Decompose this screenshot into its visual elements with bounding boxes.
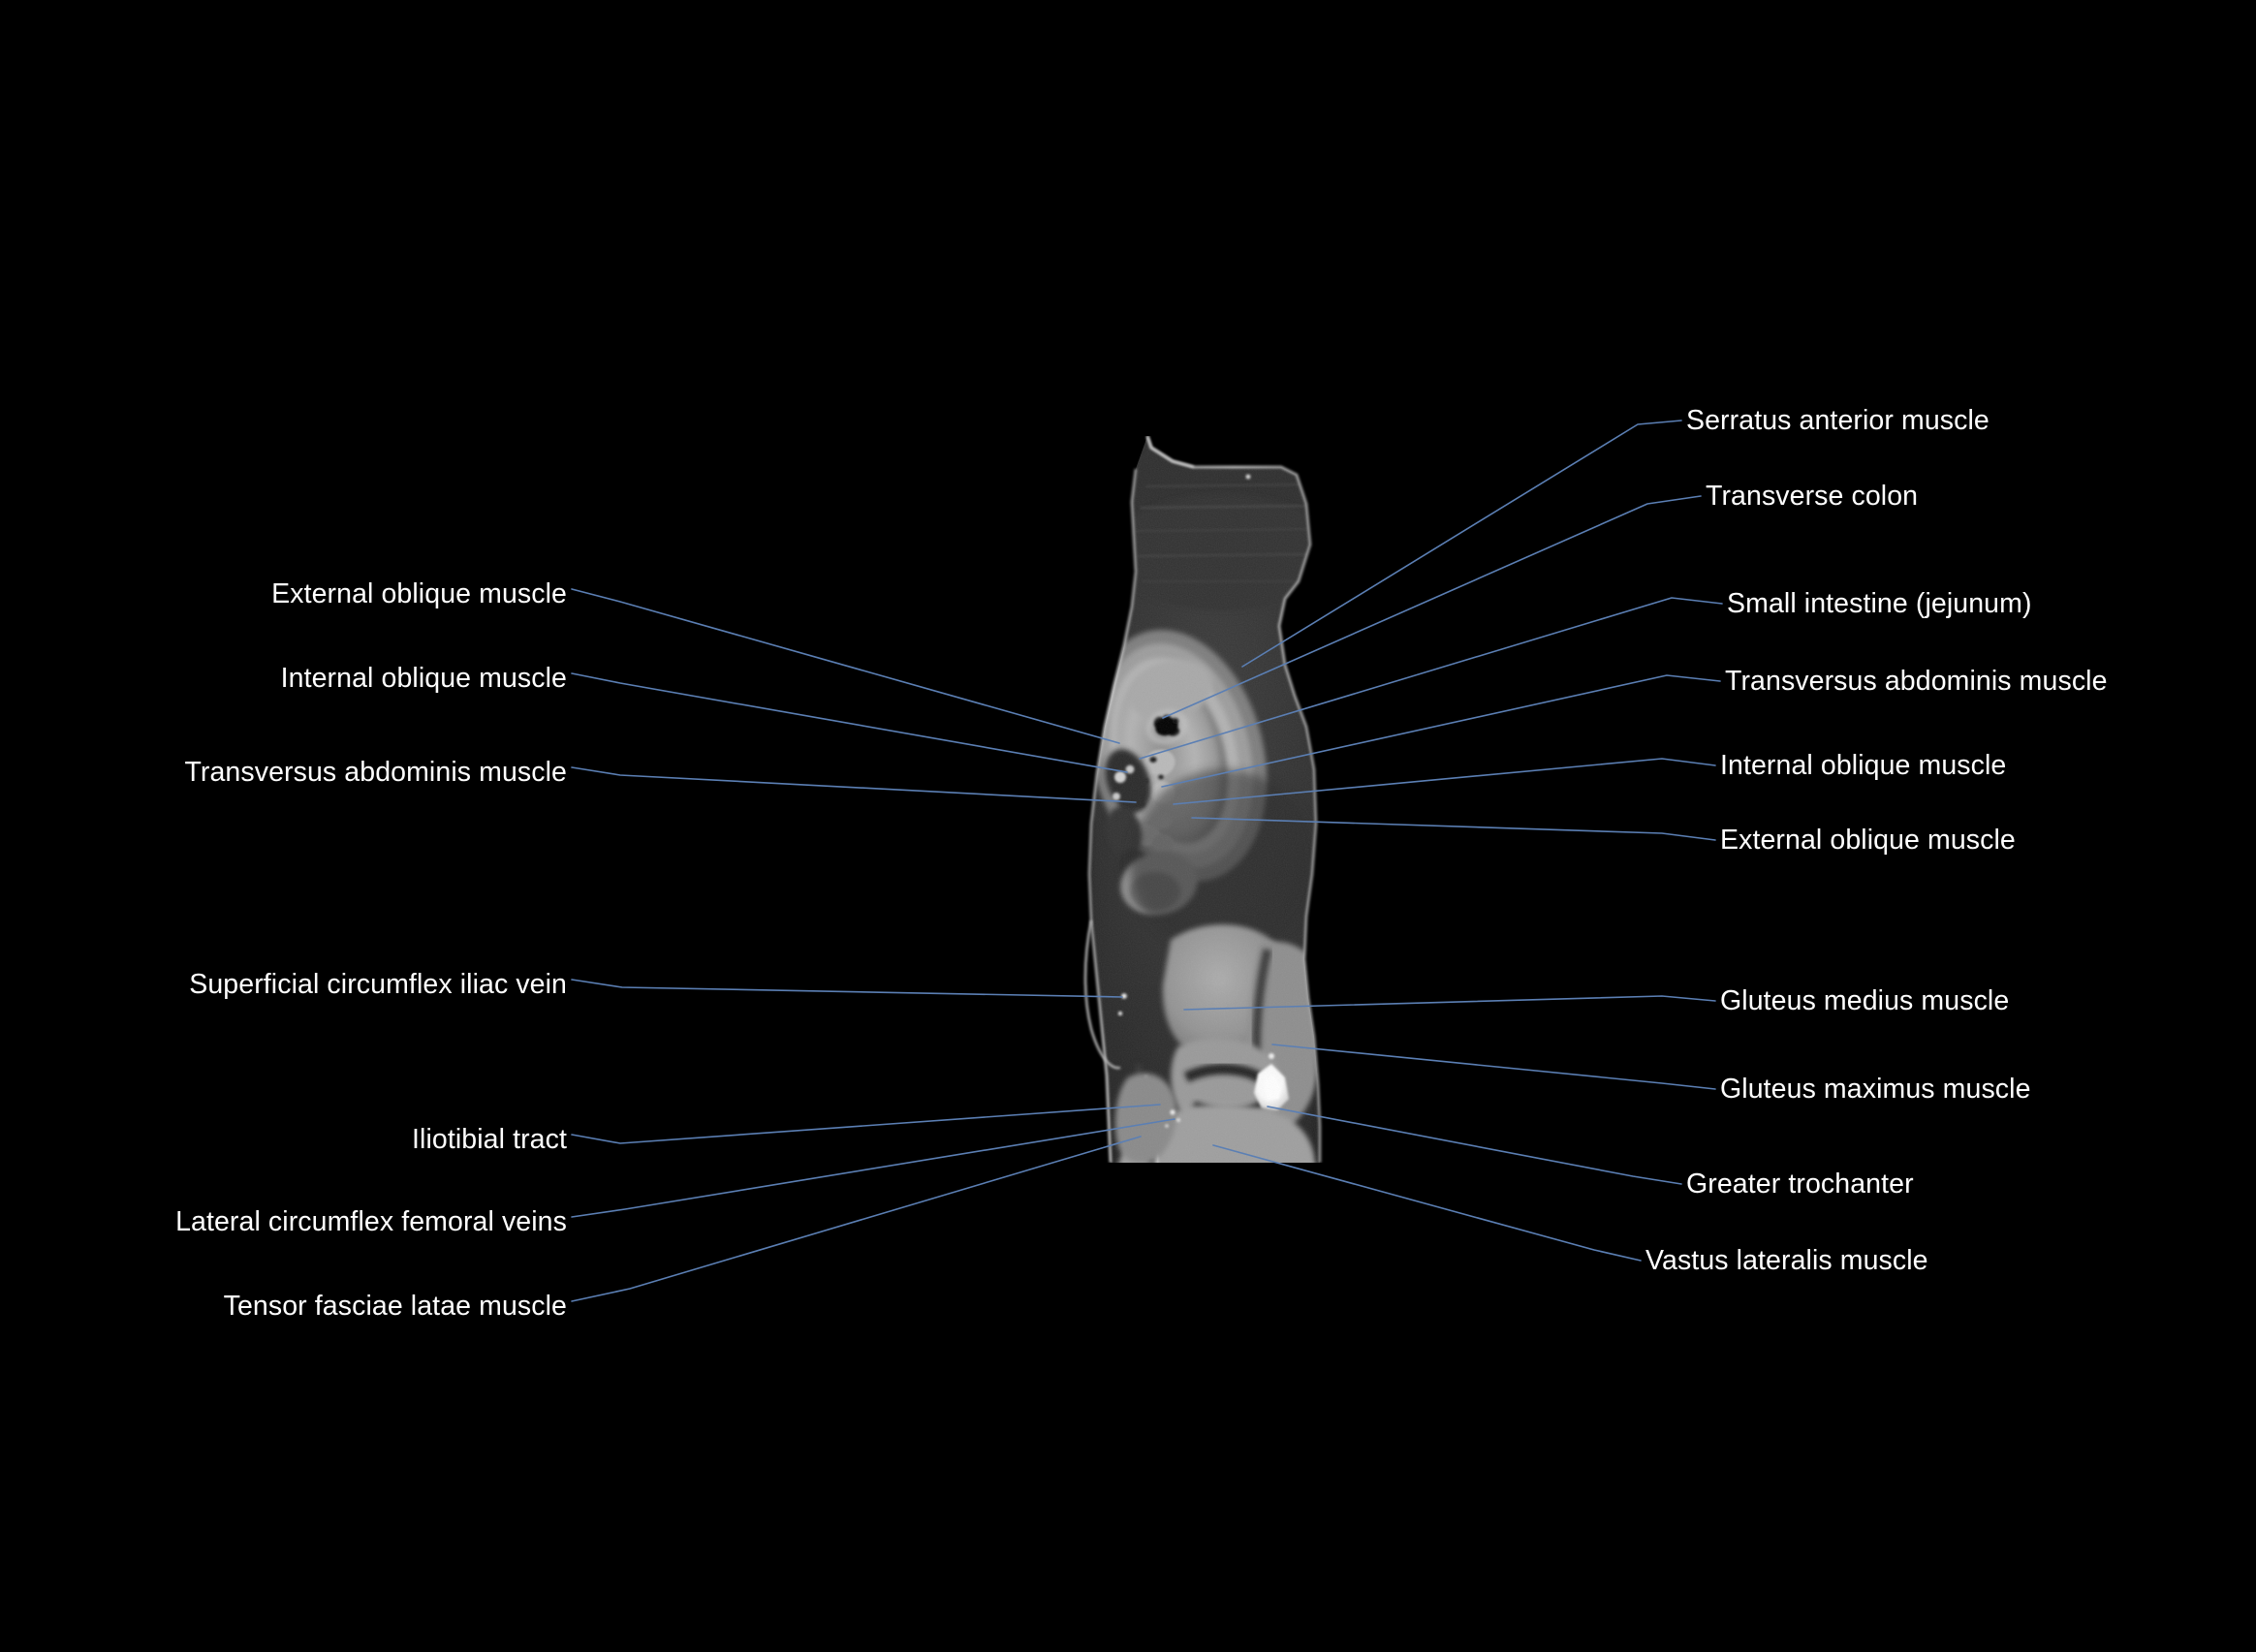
label-transversus-abdominis-right: Transversus abdominis muscle (1725, 665, 2108, 697)
label-gluteus-maximus: Gluteus maximus muscle (1720, 1073, 2031, 1105)
label-small-intestine-jejunum: Small intestine (jejunum) (1727, 587, 2032, 619)
leader-line-superficial-circumflex-iliac-vein (571, 979, 1123, 998)
label-greater-trochanter: Greater trochanter (1686, 1168, 1914, 1200)
label-serratus-anterior: Serratus anterior muscle (1686, 404, 1990, 436)
label-iliotibial-tract: Iliotibial tract (412, 1123, 567, 1155)
label-internal-oblique-right: Internal oblique muscle (1720, 749, 2007, 781)
label-transverse-colon: Transverse colon (1706, 480, 1919, 512)
leader-line-transversus-abdominis-left (571, 766, 1137, 803)
label-gluteus-medius: Gluteus medius muscle (1720, 984, 2010, 1016)
leader-line-tensor-fasciae-latae (571, 1136, 1142, 1302)
ct-scan-svg (1078, 436, 1347, 1163)
label-tensor-fasciae-latae: Tensor fasciae latae muscle (223, 1290, 567, 1322)
ct-scan-image (1078, 436, 1347, 1163)
label-external-oblique-right: External oblique muscle (1720, 824, 2016, 856)
label-vastus-lateralis: Vastus lateralis muscle (1645, 1244, 1928, 1276)
label-lateral-circumflex-femoral-veins: Lateral circumflex femoral veins (175, 1205, 567, 1237)
label-external-oblique-left: External oblique muscle (271, 577, 567, 609)
label-transversus-abdominis-left: Transversus abdominis muscle (184, 756, 567, 788)
label-superficial-circumflex-iliac-vein: Superficial circumflex iliac vein (189, 968, 567, 1000)
leader-line-internal-oblique-left (571, 672, 1128, 773)
leader-line-external-oblique-left (571, 588, 1120, 744)
leader-line-iliotibial-tract (571, 1104, 1161, 1144)
label-internal-oblique-left: Internal oblique muscle (280, 662, 567, 694)
